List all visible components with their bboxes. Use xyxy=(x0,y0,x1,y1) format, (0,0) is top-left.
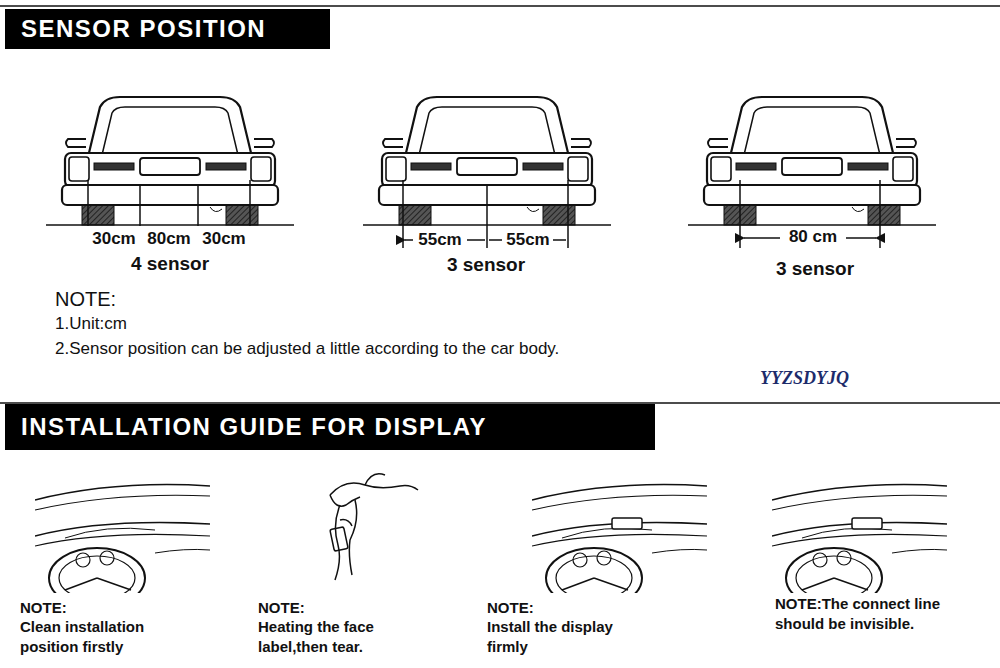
dimension: 55cm xyxy=(501,229,555,251)
header-text: INSTALLATION GUIDE FOR DISPLAY xyxy=(21,413,487,441)
section-header: SENSOR POSITION xyxy=(5,9,330,49)
note-text: Heating the face label,then tear. xyxy=(258,617,418,656)
sensor-count: 3 sensor xyxy=(755,257,875,282)
display-unit xyxy=(612,518,642,529)
hand-peeling-label xyxy=(330,474,418,580)
dashboard-sketch xyxy=(772,485,947,608)
sensor-count: 3 sensor xyxy=(426,253,546,278)
note-text: NOTE:The connect line should be invisibl… xyxy=(775,594,947,633)
note-heading: NOTE: xyxy=(258,598,305,618)
note-text: 2.Sensor position can be adjusted a litt… xyxy=(55,338,559,360)
note-text: Clean installation position firstly xyxy=(20,617,192,656)
note-text: 1.Unit:cm xyxy=(55,313,127,335)
car-rear-view xyxy=(688,97,936,225)
sensor-lines xyxy=(740,180,880,248)
dimension: 80cm xyxy=(141,228,197,250)
section-header: INSTALLATION GUIDE FOR DISPLAY xyxy=(5,404,655,450)
dimension: 30cm xyxy=(86,228,142,250)
watermark: YYZSDYJQ xyxy=(760,367,849,390)
dimension: 30cm xyxy=(196,228,252,250)
display-unit xyxy=(852,518,882,529)
note-heading: NOTE: xyxy=(55,286,116,312)
header-text: SENSOR POSITION xyxy=(21,15,266,43)
sensor-count: 4 sensor xyxy=(110,252,230,277)
note-text: Install the display firmly xyxy=(487,617,655,656)
note-heading: NOTE: xyxy=(487,598,534,618)
note-heading: NOTE: xyxy=(20,598,67,618)
dashboard-sketch xyxy=(532,485,707,608)
dimension: 55cm xyxy=(413,229,467,251)
car-rear-view xyxy=(46,97,294,225)
dashboard-sketch xyxy=(35,485,210,608)
sensor-lines xyxy=(88,180,250,226)
header-rule xyxy=(0,5,1000,7)
dimension: 80 cm xyxy=(780,226,846,248)
